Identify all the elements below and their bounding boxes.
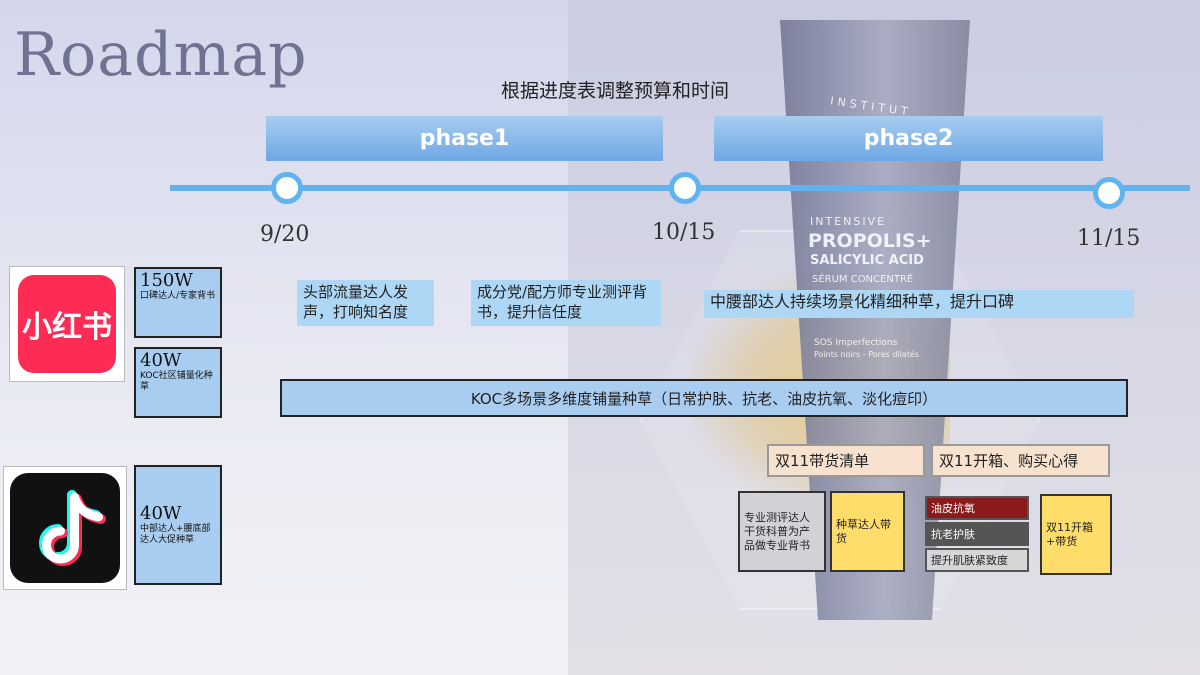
xhs-stat1-value: 150W bbox=[140, 270, 193, 291]
date-label-3: 11/15 bbox=[1077, 226, 1141, 251]
phase2-banner: phase2 bbox=[714, 116, 1103, 161]
product-line2: PROPOLIS+ bbox=[808, 230, 932, 252]
xhs-stat-150w: 150W 口碑达人/专家背书 bbox=[134, 267, 222, 338]
note-head-kol: 头部流量达人发声，打响知名度 bbox=[297, 280, 434, 326]
shopping-list-box: 双11带货清单 bbox=[767, 444, 925, 477]
douyin-logo-icon bbox=[10, 473, 120, 583]
timeline-dot-2 bbox=[669, 172, 701, 204]
date-label-2: 10/15 bbox=[652, 220, 716, 245]
product-line4: SÉRUM CONCENTRÉ bbox=[812, 274, 914, 285]
tag-anti-aging: 抗老护肤 bbox=[925, 522, 1029, 546]
douyin-logo bbox=[4, 467, 126, 589]
douyin-stat-value: 40W bbox=[140, 503, 182, 524]
product-line3: SALICYLIC ACID bbox=[810, 253, 924, 268]
xhs-stat1-desc: 口碑达人/专家背书 bbox=[140, 291, 216, 301]
unboxing-box: 双11开箱、购买心得 bbox=[931, 444, 1110, 477]
koc-bar: KOC多场景多维度铺量种草（日常护肤、抗老、油皮抗氧、淡化痘印） bbox=[280, 379, 1128, 417]
page-subtitle: 根据进度表调整预算和时间 bbox=[500, 80, 729, 102]
tag-firming: 提升肌肤紧致度 bbox=[925, 548, 1029, 572]
note-ingredient: 成分党/配方师专业测评背书，提升信任度 bbox=[471, 280, 661, 326]
xiaohongshu-logo-text: 小红书 bbox=[18, 275, 116, 373]
timeline-dot-1 bbox=[271, 172, 303, 204]
card-grass-seller: 种草达人带货 bbox=[830, 491, 905, 572]
card-unbox-sell: 双11开箱+带货 bbox=[1040, 494, 1112, 575]
product-line5: SOS Imperfections bbox=[814, 338, 898, 348]
xhs-stat-40w: 40W KOC社区铺量化种草 bbox=[134, 347, 222, 418]
xhs-stat2-value: 40W bbox=[140, 350, 182, 371]
product-line1: INTENSIVE bbox=[810, 215, 887, 228]
douyin-stat-desc: 中部达人+腰底部达人大促种草 bbox=[140, 524, 211, 545]
note-mid-waist: 中腰部达人持续场景化精细种草，提升口碑 bbox=[704, 290, 1134, 318]
product-line6: Points noirs - Pores dilatés bbox=[814, 350, 920, 359]
timeline-dot-3 bbox=[1093, 177, 1125, 209]
page-title: Roadmap bbox=[14, 20, 308, 90]
tag-oily-antioxidant: 油皮抗氧 bbox=[925, 496, 1029, 520]
card-expert-review: 专业测评达人干货科普为产品做专业背书 bbox=[738, 491, 826, 572]
xhs-stat2-desc: KOC社区铺量化种草 bbox=[140, 371, 213, 392]
product-brand: INSTITUT bbox=[829, 94, 913, 119]
date-label-1: 9/20 bbox=[260, 222, 310, 247]
douyin-stat-40w: 40W 中部达人+腰底部达人大促种草 bbox=[134, 465, 222, 585]
xiaohongshu-logo: 小红书 bbox=[10, 267, 124, 381]
phase1-banner: phase1 bbox=[266, 116, 663, 161]
